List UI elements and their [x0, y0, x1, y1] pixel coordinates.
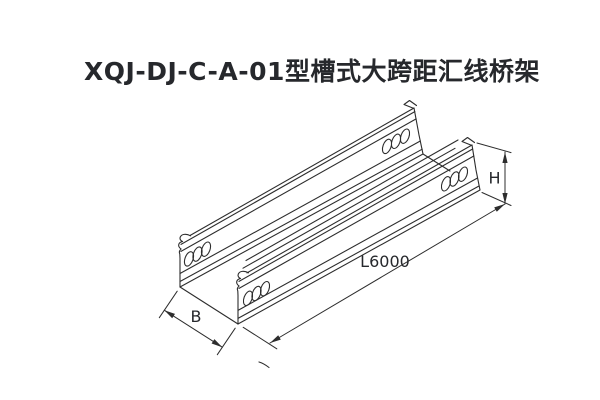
near-rail-right-edge [471, 144, 481, 191]
width-dimension-label: B [191, 307, 202, 326]
near-rail-left-curl [236, 270, 250, 325]
length-extension-line [242, 326, 278, 350]
near-rail-right-curl [461, 136, 476, 147]
near-side-rail [236, 136, 481, 325]
length-dimension-label: L6000 [360, 252, 410, 271]
near-rail-holes-right [440, 166, 469, 192]
width-dimension-line [163, 309, 223, 348]
near-rail-holes-left [242, 280, 271, 307]
far-rail-left-curl [178, 233, 192, 288]
tray-floor [179, 153, 451, 325]
arrowhead-icon [164, 310, 175, 319]
width-dimension: B [158, 290, 236, 356]
drawing-title: XQJ-DJ-C-A-01型槽式大跨距汇线桥架 [84, 57, 540, 86]
far-rail-right-curl [403, 99, 418, 110]
far-rail-right-edge [413, 107, 424, 155]
floor-right-edge [422, 153, 451, 172]
far-rail-holes-left [183, 241, 212, 267]
far-rail-holes-right [381, 128, 411, 155]
height-dimension-label: H [488, 169, 500, 188]
near-rail-inner-curl-lines [242, 139, 459, 269]
height-dimension: H [476, 142, 512, 206]
arrowhead-icon [502, 193, 508, 204]
stray-tick-mark [258, 361, 270, 369]
width-extension-lines [158, 290, 236, 356]
height-extension-lines [476, 142, 512, 206]
arrowhead-icon [211, 339, 223, 348]
length-dimension: L6000 [242, 203, 506, 350]
length-dimension-line [269, 203, 506, 344]
arrowhead-icon [270, 335, 281, 343]
arrowhead-icon [494, 204, 505, 212]
arrowhead-icon [502, 152, 508, 163]
floor-left-edge [179, 286, 239, 325]
far-side-rail [178, 99, 424, 288]
